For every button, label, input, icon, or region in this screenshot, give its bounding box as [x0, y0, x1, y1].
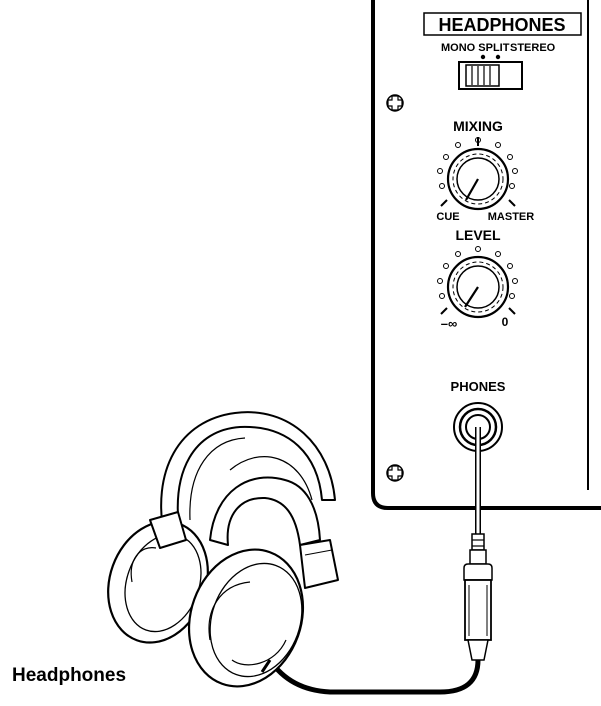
- headphone-plug: [463, 533, 493, 661]
- level-min-label: –∞: [441, 316, 458, 331]
- level-knob-title: LEVEL: [455, 227, 501, 243]
- mono-stereo-switch[interactable]: MONO SPLIT STEREO: [441, 42, 556, 90]
- mixing-max-label: MASTER: [488, 211, 535, 223]
- headphones-illustration: [107, 411, 339, 688]
- section-title: HEADPHONES: [438, 15, 565, 35]
- screw-icon: [386, 464, 404, 482]
- level-knob[interactable]: LEVEL –∞ 0: [437, 227, 518, 331]
- mixing-knob-title: MIXING: [453, 118, 503, 134]
- cable-lead: [267, 658, 481, 695]
- mixing-knob[interactable]: MIXING CUE MASTER: [436, 118, 534, 223]
- headphones-caption: Headphones: [12, 665, 127, 686]
- mixer-panel: [371, 0, 601, 510]
- level-max-label: 0: [502, 315, 509, 329]
- screw-icon: [386, 94, 404, 112]
- headphones-section-header: HEADPHONES: [423, 12, 582, 36]
- phones-jack-title: PHONES: [451, 379, 506, 394]
- mixing-min-label: CUE: [436, 211, 459, 223]
- switch-label-left: MONO SPLIT: [441, 42, 510, 54]
- switch-label-right: STEREO: [510, 42, 556, 54]
